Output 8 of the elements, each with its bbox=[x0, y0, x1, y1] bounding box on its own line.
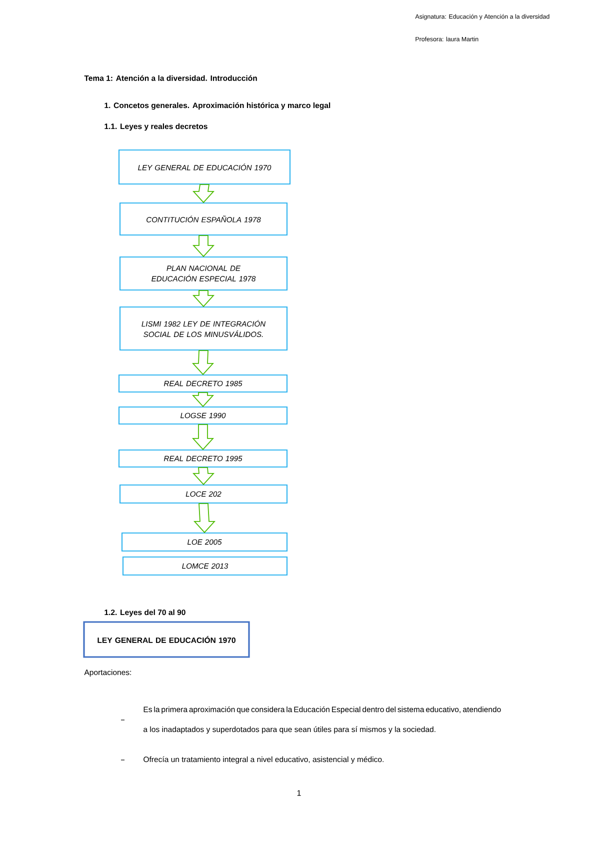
block-arrow bbox=[193, 503, 216, 534]
block-arrow bbox=[192, 467, 215, 486]
block-arrow bbox=[192, 424, 214, 450]
block-arrow bbox=[192, 235, 215, 258]
block-arrow bbox=[192, 392, 214, 408]
block-arrow bbox=[192, 184, 215, 204]
block-arrow bbox=[192, 290, 215, 308]
block-arrow bbox=[192, 350, 214, 376]
